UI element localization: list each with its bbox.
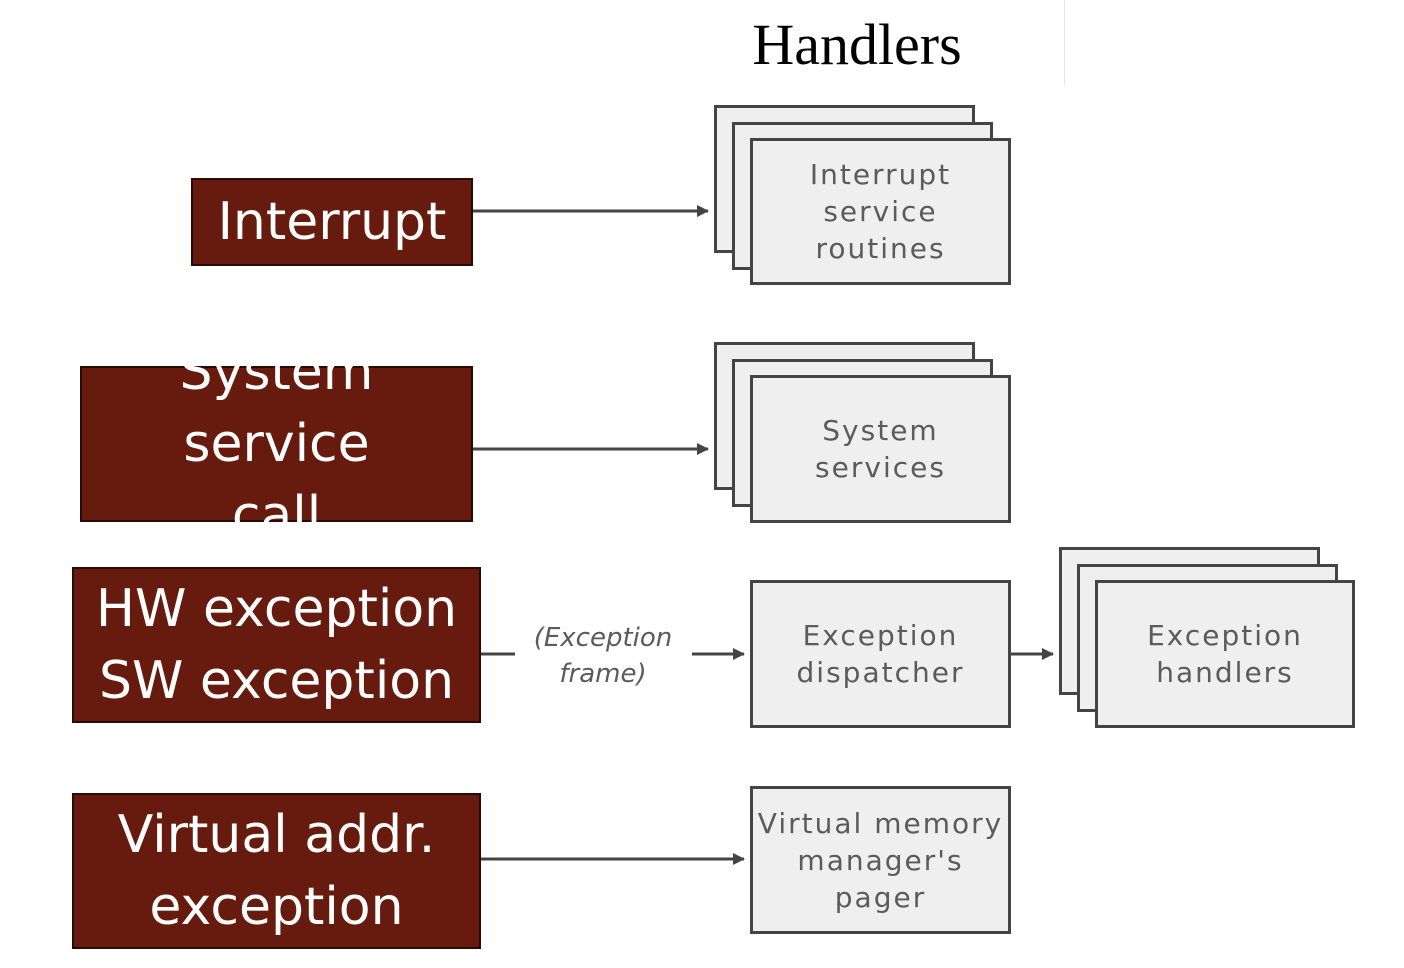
source-virtual-addr-exception: Virtual addr. exception: [72, 793, 481, 949]
handler-exception-handlers: Exception handlers: [1095, 580, 1355, 728]
handler-vm-pager: Virtual memory manager's pager: [750, 786, 1011, 934]
handler-system-services: System services: [750, 375, 1011, 523]
exception-frame-label: (Exception frame): [533, 623, 673, 689]
title-divider: [1064, 0, 1065, 86]
handler-interrupt-service-routines: Interrupt service routines: [750, 138, 1011, 285]
handler-exception-dispatcher: Exception dispatcher: [750, 580, 1011, 728]
source-interrupt: Interrupt: [191, 178, 473, 266]
diagram-title: Handlers: [752, 12, 962, 77]
source-hw-sw-exception: HW exception SW exception: [72, 567, 481, 723]
